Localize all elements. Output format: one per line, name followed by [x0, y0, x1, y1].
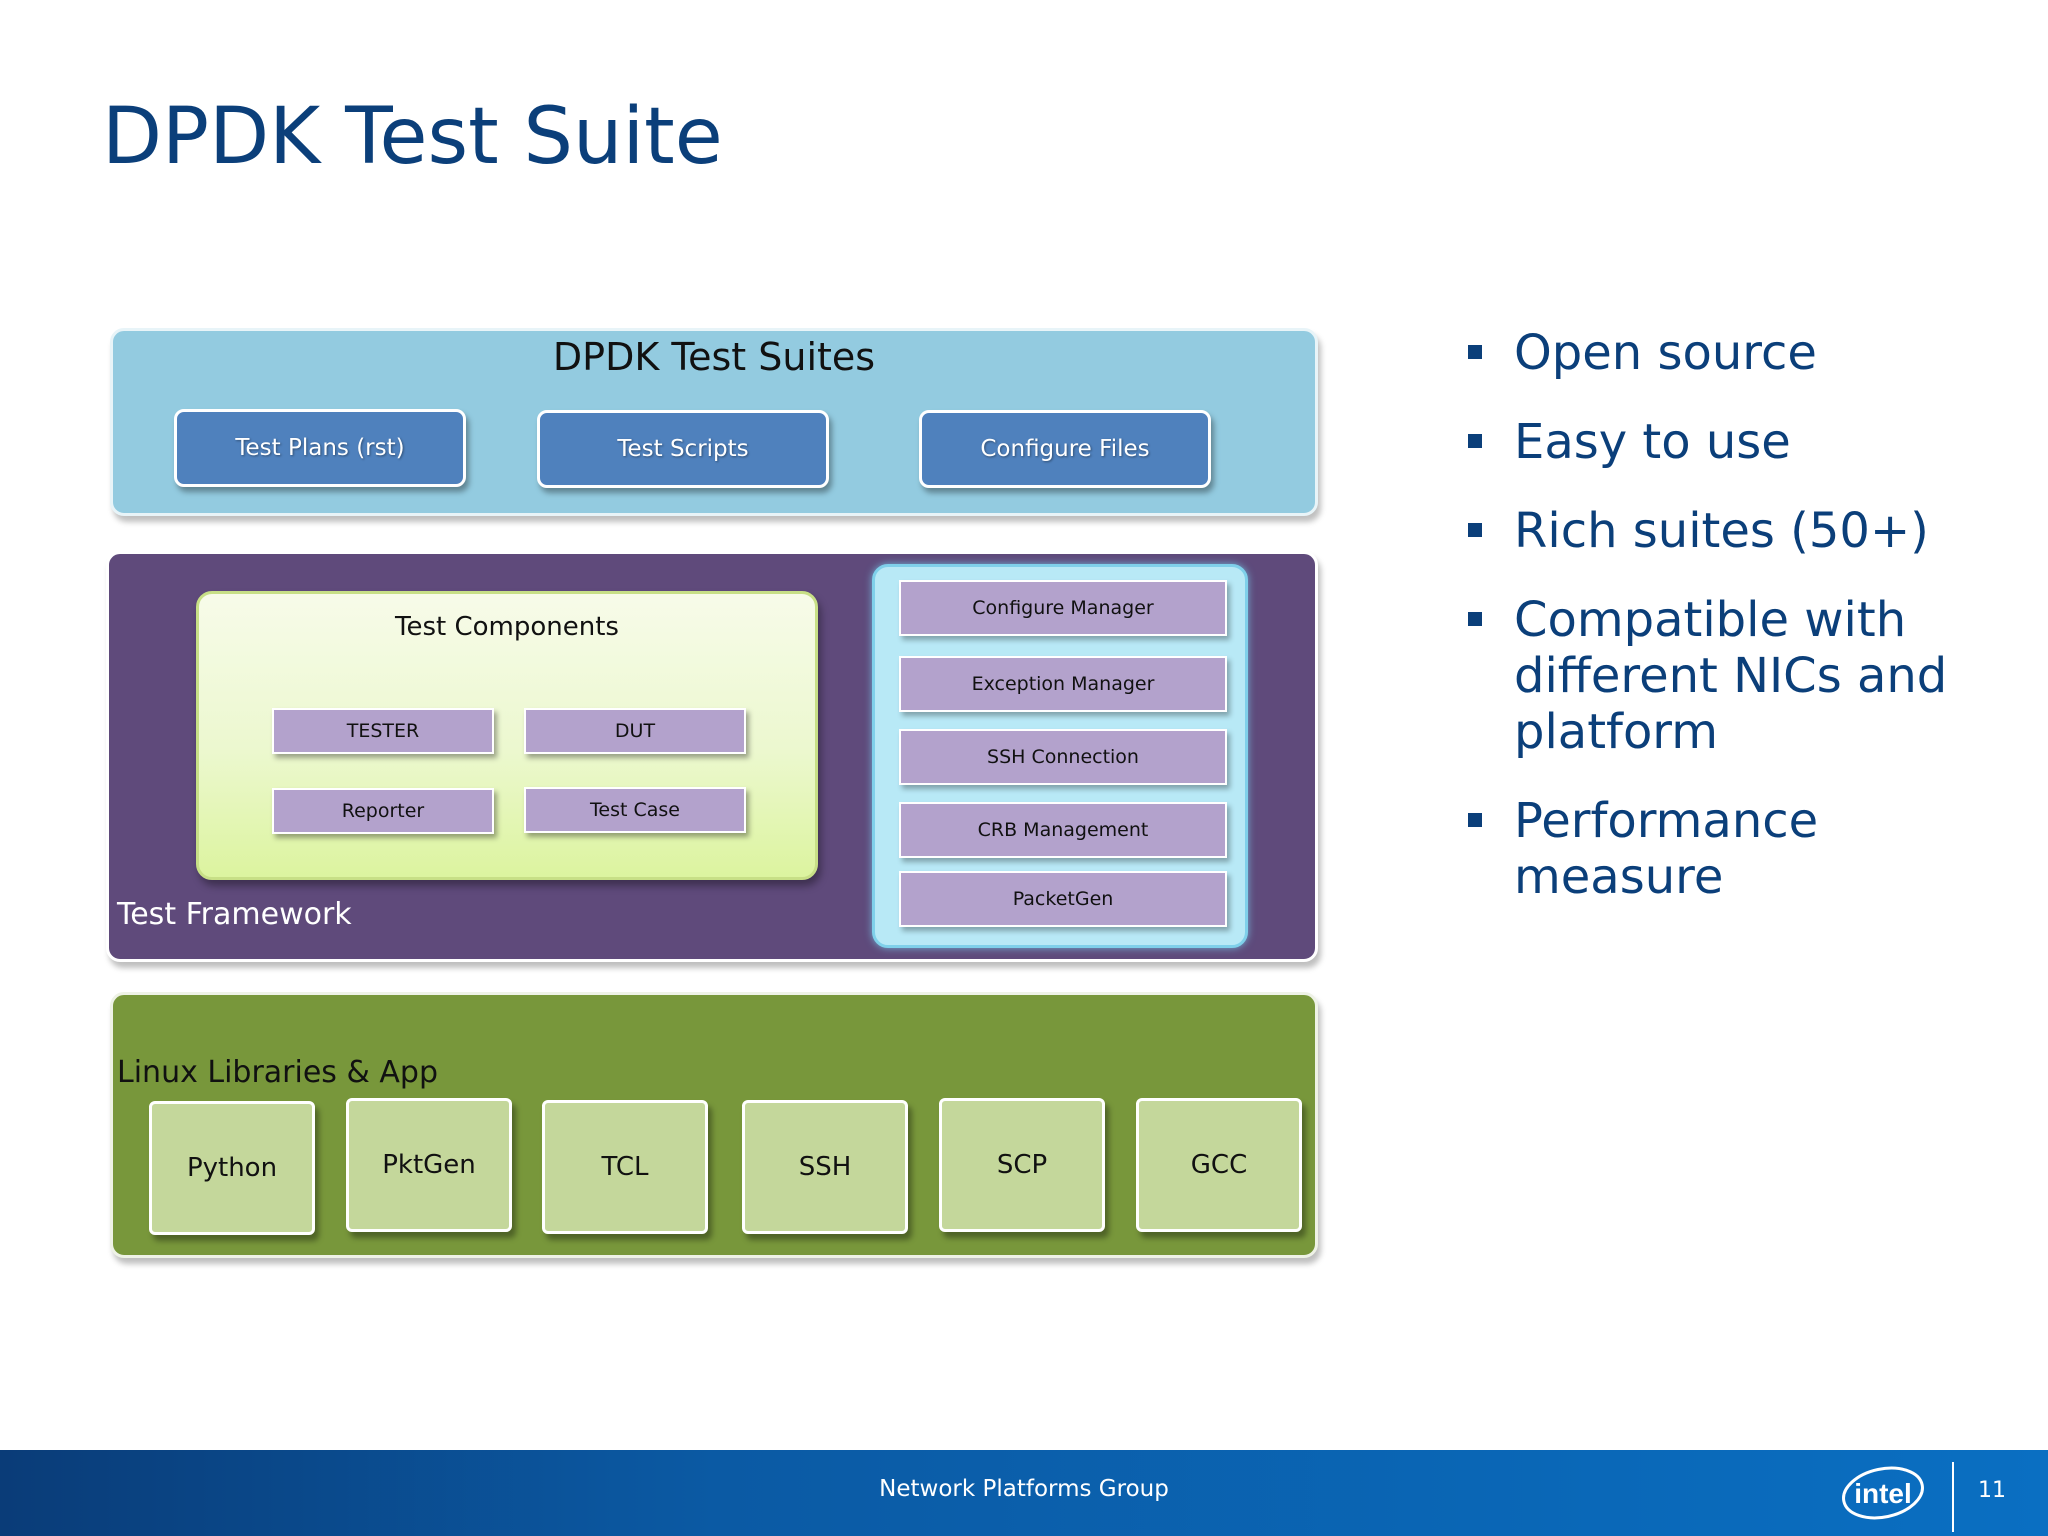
bullet-square-icon — [1468, 523, 1482, 537]
python-box: Python — [149, 1101, 315, 1235]
intel-logo-icon: intel — [1842, 1466, 1924, 1520]
packetgen-box: PacketGen — [899, 871, 1227, 927]
bullet-item: Compatible with different NICs and platf… — [1462, 592, 2042, 760]
footer-divider — [1952, 1462, 1954, 1532]
configure-manager-box: Configure Manager — [899, 580, 1227, 636]
slide-footer: Network Platforms Group intel 11 — [0, 1450, 2048, 1536]
pktgen-box: PktGen — [346, 1098, 512, 1232]
slide-title: DPDK Test Suite — [102, 92, 723, 182]
dut-box: DUT — [524, 708, 746, 754]
page-number: 11 — [1978, 1478, 2006, 1503]
crb-management-box: CRB Management — [899, 802, 1227, 858]
bullet-item: Performance measure — [1462, 793, 2042, 905]
bullet-item: Rich suites (50+) — [1462, 503, 2042, 559]
gcc-box: GCC — [1136, 1098, 1302, 1232]
test-components-title: Test Components — [395, 612, 619, 642]
bullet-square-icon — [1468, 345, 1482, 359]
tester-box: TESTER — [272, 708, 494, 754]
bullet-item: Open source — [1462, 325, 2042, 381]
reporter-box: Reporter — [272, 788, 494, 834]
tcl-box: TCL — [542, 1100, 708, 1234]
test-suites-title: DPDK Test Suites — [552, 335, 876, 379]
bullet-item: Easy to use — [1462, 414, 2042, 470]
ssh-connection-box: SSH Connection — [899, 729, 1227, 785]
footer-group-name: Network Platforms Group — [879, 1476, 1169, 1502]
test-framework-label: Test Framework — [117, 897, 352, 932]
bullet-square-icon — [1468, 434, 1482, 448]
ssh-box: SSH — [742, 1100, 908, 1234]
scp-box: SCP — [939, 1098, 1105, 1232]
test-plans-box: Test Plans (rst) — [174, 409, 466, 487]
test-scripts-box: Test Scripts — [537, 410, 829, 488]
bullet-square-icon — [1468, 612, 1482, 626]
bullet-square-icon — [1468, 813, 1482, 827]
test-case-box: Test Case — [524, 787, 746, 833]
linux-libraries-label: Linux Libraries & App — [117, 1055, 439, 1090]
feature-bullet-list: Open source Easy to use Rich suites (50+… — [1462, 325, 2042, 938]
exception-manager-box: Exception Manager — [899, 656, 1227, 712]
svg-text:intel: intel — [1854, 1478, 1912, 1509]
configure-files-box: Configure Files — [919, 410, 1211, 488]
